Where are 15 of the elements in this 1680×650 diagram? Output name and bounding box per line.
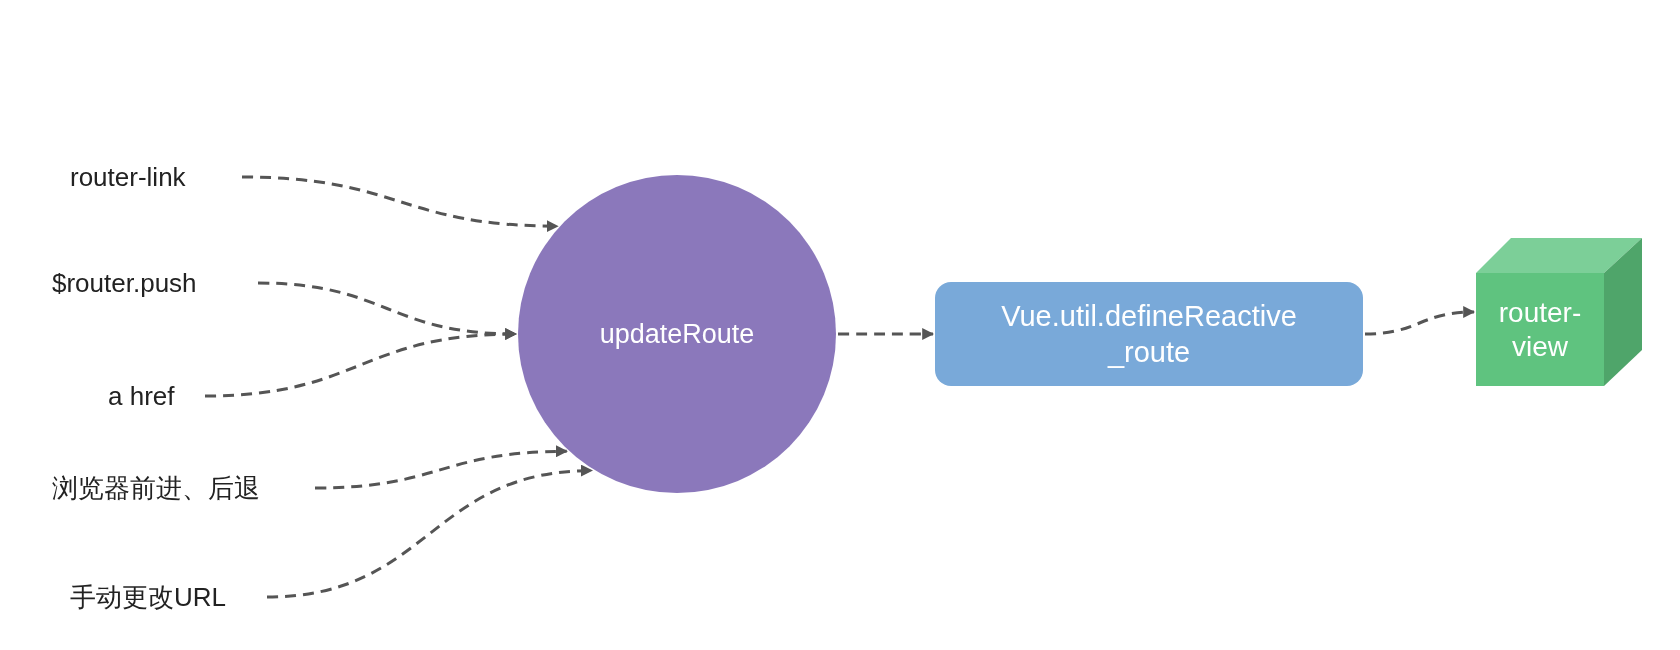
source-label: router-link (70, 160, 186, 194)
source-label: a href (108, 379, 175, 413)
arrow (838, 328, 935, 340)
process-box (935, 282, 1363, 386)
source-label: $router.push (52, 266, 197, 300)
arrow (266, 465, 593, 599)
node-label: updateRoute (599, 317, 755, 351)
arrow (1364, 306, 1476, 336)
arrow (241, 175, 559, 232)
node-label: Vue.util.defineReactive _route (1000, 299, 1298, 370)
source-label: 手动更改URL (70, 580, 226, 614)
arrow (314, 445, 568, 490)
arrow (204, 328, 518, 398)
node-label: router-view (1497, 295, 1583, 364)
source-label: 浏览器前进、后退 (52, 471, 260, 505)
